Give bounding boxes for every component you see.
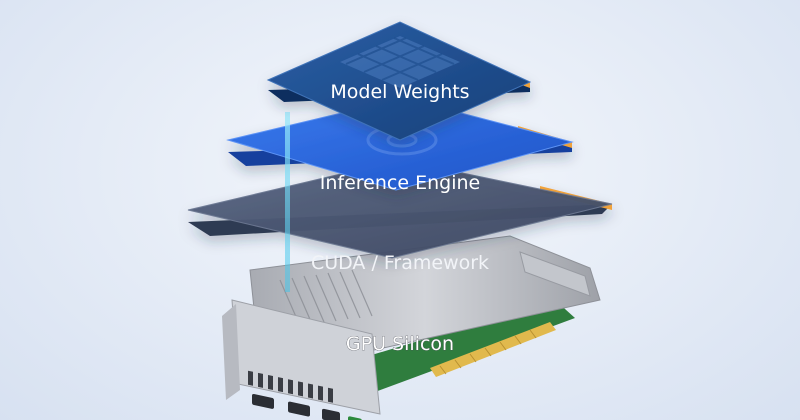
gpu-pcb [355, 300, 575, 392]
bracket-vent-slots [248, 370, 333, 403]
framework-plate [187, 159, 613, 259]
label-model-weights: Model Weights [330, 81, 469, 103]
label-inference-engine: Inference Engine [320, 172, 480, 194]
layer-cuda-framework [187, 159, 613, 259]
gpu-gold-fingers [430, 322, 556, 377]
display-port-2 [288, 401, 310, 417]
display-port-3 [322, 408, 340, 420]
gpu-display-ports [252, 393, 362, 420]
display-port-4 [348, 416, 362, 420]
layer-inference-engine [226, 97, 574, 191]
label-gpu-silicon: GPU Silicon [346, 333, 454, 355]
gpu-side-vent [519, 251, 591, 297]
label-cuda-framework: CUDA / Framework [311, 252, 489, 274]
display-port-1 [252, 393, 274, 409]
connector-beam [285, 112, 290, 292]
gpu-card [222, 235, 601, 420]
weights-grid-icon [340, 36, 460, 88]
layer-model-weights [266, 21, 532, 141]
heatsink-fins [279, 269, 373, 327]
